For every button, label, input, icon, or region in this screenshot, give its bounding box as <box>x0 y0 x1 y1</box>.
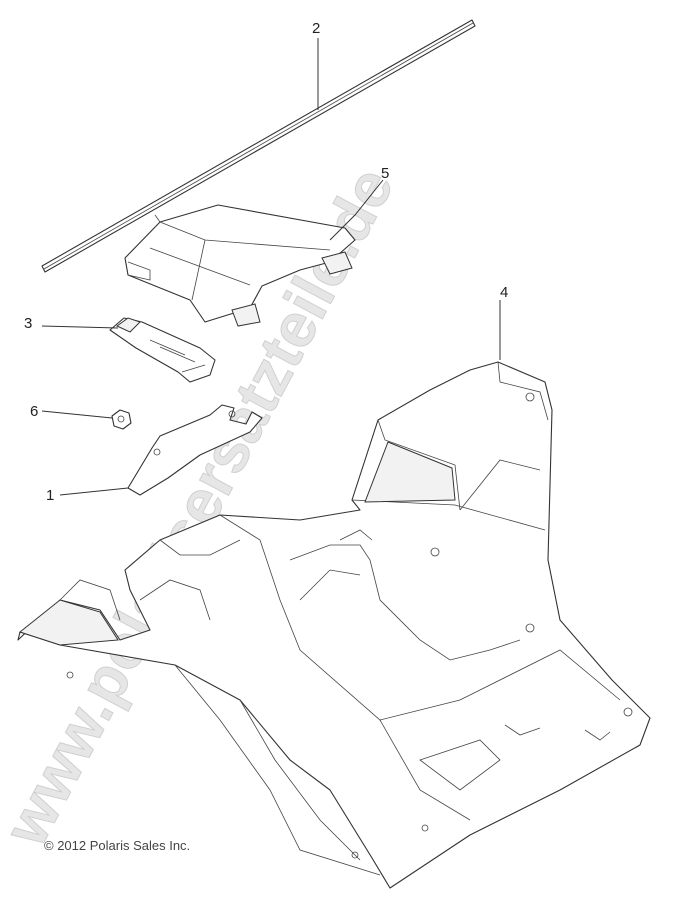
callout-2: 2 <box>312 20 320 37</box>
callout-3: 3 <box>24 315 32 332</box>
part-3-strap <box>109 317 216 383</box>
part-2-strip <box>41 19 476 273</box>
leader-lines <box>41 38 501 496</box>
part-1-bracket <box>127 404 263 496</box>
part-5-cover <box>124 204 356 327</box>
part-4-floor-assembly <box>17 361 651 889</box>
callout-5: 5 <box>381 165 389 182</box>
callout-6: 6 <box>30 403 38 420</box>
part-6-nut <box>111 409 132 430</box>
callout-4: 4 <box>500 284 508 301</box>
copyright-notice: © 2012 Polaris Sales Inc. <box>44 838 191 853</box>
callout-1: 1 <box>46 487 54 504</box>
